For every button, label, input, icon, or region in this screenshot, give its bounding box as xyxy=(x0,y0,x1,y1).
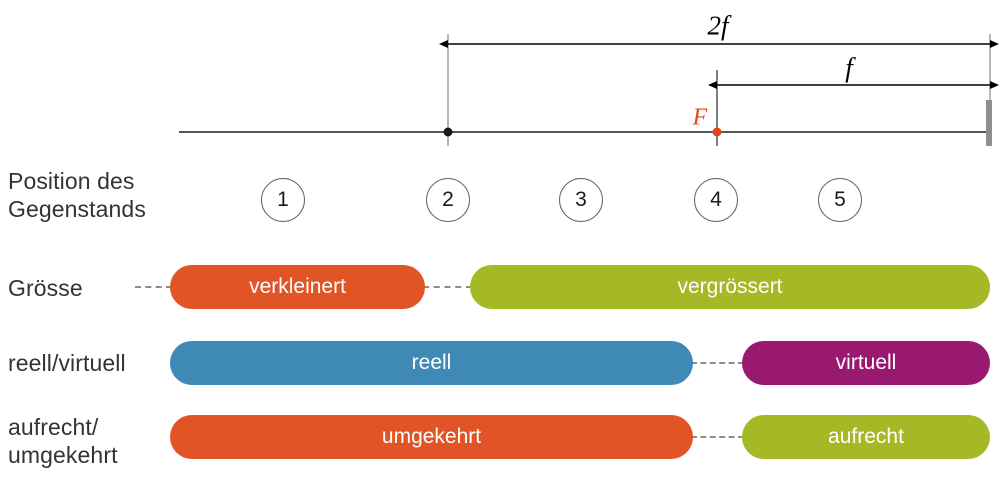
pill-reell[interactable]: reell xyxy=(170,341,693,385)
pill-groesse-vergroessert[interactable]: vergrössert xyxy=(470,265,990,309)
connector-reell-virtuell xyxy=(691,362,744,364)
dimension-label-f: f xyxy=(845,52,853,83)
pill-aufrecht[interactable]: aufrecht xyxy=(742,415,990,459)
position-circle-2[interactable]: 2 xyxy=(426,178,470,222)
row-label-position: Position des Gegenstands xyxy=(8,168,146,223)
optical-axis-diagram xyxy=(179,34,999,146)
row-label-groesse: Grösse xyxy=(8,275,83,301)
pill-virtuell[interactable]: virtuell xyxy=(742,341,990,385)
row-label-aufrecht-umgekehrt: aufrecht/ umgekehrt xyxy=(8,414,118,469)
position-circle-1[interactable]: 1 xyxy=(261,178,305,222)
connector-groesse-left xyxy=(135,286,172,288)
pill-umgekehrt[interactable]: umgekehrt xyxy=(170,415,693,459)
focal-point-marker xyxy=(712,127,722,137)
dimension-label-2f: 2f xyxy=(707,10,729,41)
connector-groesse-middle xyxy=(423,286,472,288)
pill-groesse-verkleinert[interactable]: verkleinert xyxy=(170,265,425,309)
focal-point-label-F: F xyxy=(692,104,708,131)
mirror-plane xyxy=(986,100,992,146)
position-circle-4[interactable]: 4 xyxy=(694,178,738,222)
position-circle-3[interactable]: 3 xyxy=(559,178,603,222)
row-label-reell-virtuell: reell/virtuell xyxy=(8,350,126,376)
connector-aufrecht-umgekehrt xyxy=(691,436,744,438)
position-circle-5[interactable]: 5 xyxy=(818,178,862,222)
object-point-marker xyxy=(443,127,453,137)
